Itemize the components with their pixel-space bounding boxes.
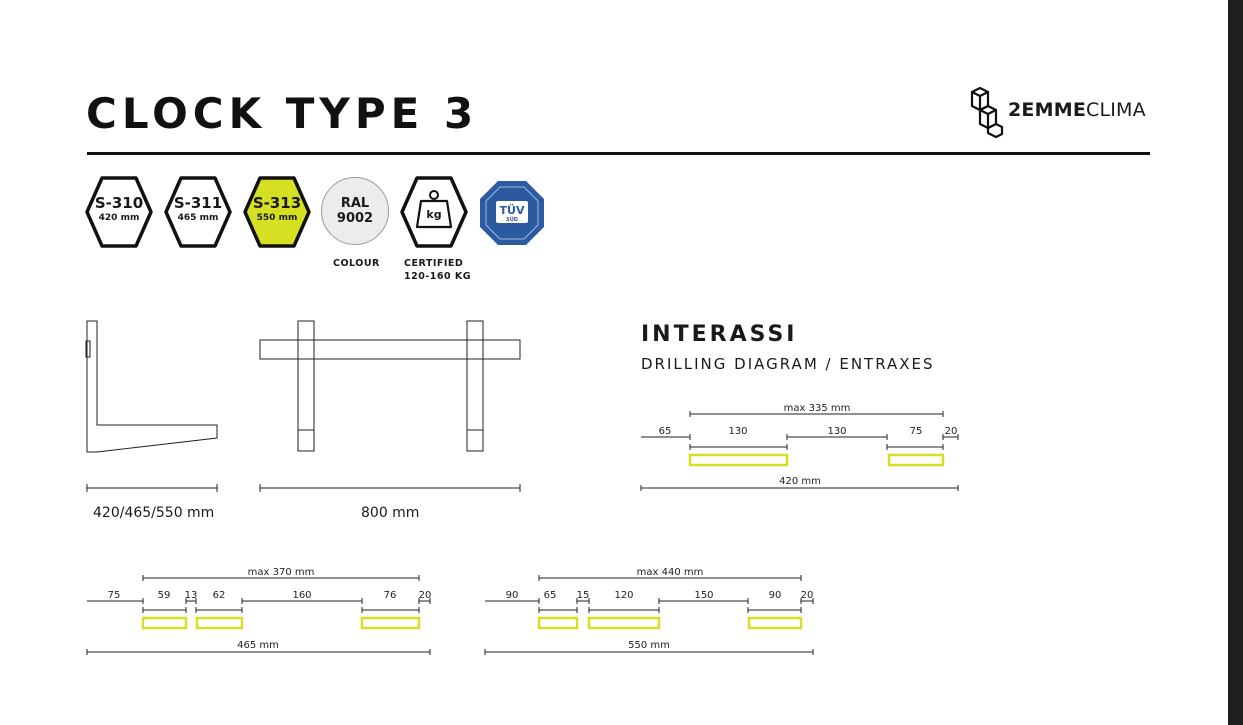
badge-code: S-310 (94, 194, 144, 212)
weight-badge: kg (399, 175, 469, 249)
section-heading: INTERASSI (641, 322, 798, 347)
certified-caption: CERTIFIED 120-160 KG (404, 257, 471, 283)
segment-label: 75 (108, 590, 121, 601)
segment-label: 59 (158, 590, 171, 601)
ral-label: RAL (340, 196, 370, 211)
hexagon-icon (85, 176, 153, 248)
segment-label: 13 (185, 590, 198, 601)
section-subheading: DRILLING DIAGRAM / ENTRAXES (641, 355, 935, 373)
segment-label: 65 (659, 426, 672, 437)
weight-icon (400, 176, 468, 248)
hole-slot (195, 616, 244, 630)
badge-s-313: S-313 550 mm (242, 175, 312, 249)
max-dimension-label: max 370 mm (248, 567, 315, 578)
segment-label: 20 (419, 590, 432, 601)
kg-label: kg (426, 208, 442, 221)
certified-line: CERTIFIED (404, 258, 464, 269)
hole-slot (887, 453, 945, 467)
segment-label: 15 (577, 590, 590, 601)
segment-label: 75 (910, 426, 923, 437)
segment-label: 20 (945, 426, 958, 437)
ral-code: 9002 (336, 211, 374, 226)
hole-slot (747, 616, 803, 630)
title-divider (87, 152, 1150, 155)
segment-label: 62 (213, 590, 226, 601)
segment-label: 120 (614, 590, 633, 601)
segment-label: 160 (292, 590, 311, 601)
segment-label: 76 (384, 590, 397, 601)
front-view-dimension: 800 mm (361, 505, 420, 521)
ral-color-swatch: RAL 9002 (321, 177, 389, 245)
hexagon-icon (164, 176, 232, 248)
hole-slot (141, 616, 188, 630)
brand-wordmark: 2EMMECLIMA (1008, 99, 1146, 121)
side-view-drawing (85, 320, 218, 492)
hole-slot (360, 616, 421, 630)
brand-wordmark-light: CLIMA (1086, 99, 1146, 121)
badge-code: S-313 (252, 194, 302, 212)
colour-caption: COLOUR (333, 258, 380, 269)
brand-wordmark-bold: 2EMME (1008, 99, 1086, 121)
badge-size: 420 mm (98, 213, 140, 223)
segment-label: 20 (801, 590, 814, 601)
badge-size: 465 mm (177, 213, 219, 223)
badge-size: 550 mm (256, 213, 298, 223)
brand-logo: 2EMMECLIMA (968, 86, 1158, 139)
page-edge (1228, 0, 1243, 725)
hole-slot (688, 453, 789, 467)
drilling-diagram-550: max 440 mm 90 65 15 120 150 90 20 550 mm (484, 567, 814, 655)
drilling-diagram-420: max 335 mm 65 130 130 75 20 420 mm (640, 403, 959, 491)
badge-code: S-311 (173, 194, 223, 212)
segment-label: 130 (827, 426, 846, 437)
segment-label: 65 (544, 590, 557, 601)
segment-label: 150 (694, 590, 713, 601)
tuv-sud-seal: TÜV SÜD (480, 181, 544, 245)
total-dimension-label: 550 mm (628, 640, 670, 651)
segment-label: 90 (506, 590, 519, 601)
hexagon-icon (243, 176, 311, 248)
segment-label: 130 (728, 426, 747, 437)
load-range: 120-160 KG (404, 271, 472, 282)
hole-slot (587, 616, 661, 630)
max-dimension-label: max 440 mm (637, 567, 704, 578)
drilling-diagram-465: max 370 mm 75 59 13 62 160 76 20 465 mm (86, 567, 432, 655)
brand-mark-icon (970, 86, 1004, 139)
front-view-drawing (259, 320, 521, 492)
max-dimension-label: max 335 mm (784, 403, 851, 414)
segment-label: 90 (769, 590, 782, 601)
total-dimension-label: 465 mm (237, 640, 279, 651)
tuv-label: TÜV (500, 203, 525, 217)
page-title: CLOCK TYPE 3 (86, 89, 479, 138)
hole-slot (537, 616, 579, 630)
badge-s-311: S-311 465 mm (163, 175, 233, 249)
total-dimension-label: 420 mm (779, 476, 821, 487)
side-view-dimension: 420/465/550 mm (93, 505, 215, 521)
badge-s-310: S-310 420 mm (84, 175, 154, 249)
tuv-sub: SÜD (506, 216, 518, 223)
